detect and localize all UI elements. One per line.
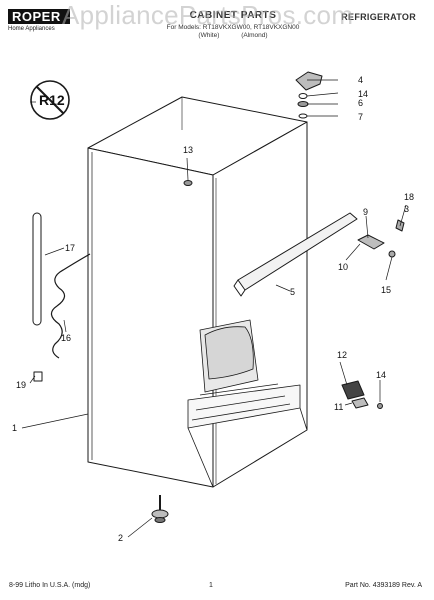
screw-part-13	[183, 180, 193, 186]
callout-4: 4	[358, 75, 363, 85]
page-footer: 8-99 Litho In U.S.A. (mdg) 1 Part No. 43…	[0, 578, 434, 594]
bracket-part-9	[357, 234, 385, 250]
page-title: CABINET PARTS	[189, 10, 277, 21]
clip-part-11	[351, 397, 369, 409]
leveling-leg-part-2	[151, 495, 169, 523]
title-block: CABINET PARTS For Models: RT18VKXGW00, R…	[138, 10, 328, 39]
callout-16: 16	[61, 333, 71, 343]
nut-part-15	[388, 250, 396, 258]
r12-badge-icon	[30, 80, 70, 120]
callout-15: 15	[381, 285, 391, 295]
brand-name: ROPER	[8, 9, 70, 24]
bracket-part-12	[341, 380, 365, 400]
r12-badge-text: R12	[39, 92, 65, 108]
bracket-part-5	[233, 212, 358, 297]
appliance-category: REFRIGERATOR	[341, 12, 416, 22]
screw-part-14b	[377, 403, 383, 409]
brand-logo: ROPER Home Appliances	[8, 9, 70, 35]
page-number: 1	[209, 582, 213, 589]
callout-19: 19	[16, 380, 26, 390]
callout-14b: 14	[376, 370, 386, 380]
callout-18: 18	[404, 192, 414, 202]
callout-numbers: 1 2 3 4 5 6 7 9 10 11 12 13 14 14 15 16 …	[12, 75, 414, 543]
brand-tagline: Home Appliances	[8, 26, 55, 32]
callout-13: 13	[183, 145, 193, 155]
variant-almond: (Almond)	[241, 32, 268, 39]
callout-14: 14	[358, 89, 368, 99]
callout-3: 3	[404, 204, 409, 214]
variant-white: (White)	[198, 32, 220, 39]
callout-1: 1	[12, 423, 17, 433]
model-numbers: For Models: RT18VKXGW00, RT18VKXGN00	[166, 24, 300, 31]
callout-6: 6	[358, 98, 363, 108]
callout-11: 11	[334, 402, 343, 412]
callout-10: 10	[338, 262, 348, 272]
callout-7: 7	[358, 112, 363, 122]
callout-9: 9	[363, 207, 368, 217]
cabinet-shell	[87, 96, 308, 488]
watermark: AppliancePartsPros.com	[62, 0, 354, 30]
color-variants: (White) (Almond)	[138, 32, 328, 39]
plug-part-19	[33, 371, 43, 382]
page-header: ROPER Home Appliances CABINET PARTS For …	[0, 0, 434, 66]
hinge-assembly	[295, 71, 323, 119]
leader-lines	[21, 79, 407, 538]
callout-17: 17	[65, 243, 75, 253]
callout-5: 5	[290, 287, 295, 297]
drain-tube-part-17	[32, 212, 42, 326]
power-cord-part-16	[50, 253, 91, 359]
callout-2: 2	[118, 533, 123, 543]
callout-12: 12	[337, 350, 347, 360]
print-info: 8-99 Litho In U.S.A. (mdg)	[9, 582, 91, 589]
cabinet-interior	[187, 319, 308, 488]
part-number: Part No. 4393189 Rev. A	[345, 582, 422, 589]
